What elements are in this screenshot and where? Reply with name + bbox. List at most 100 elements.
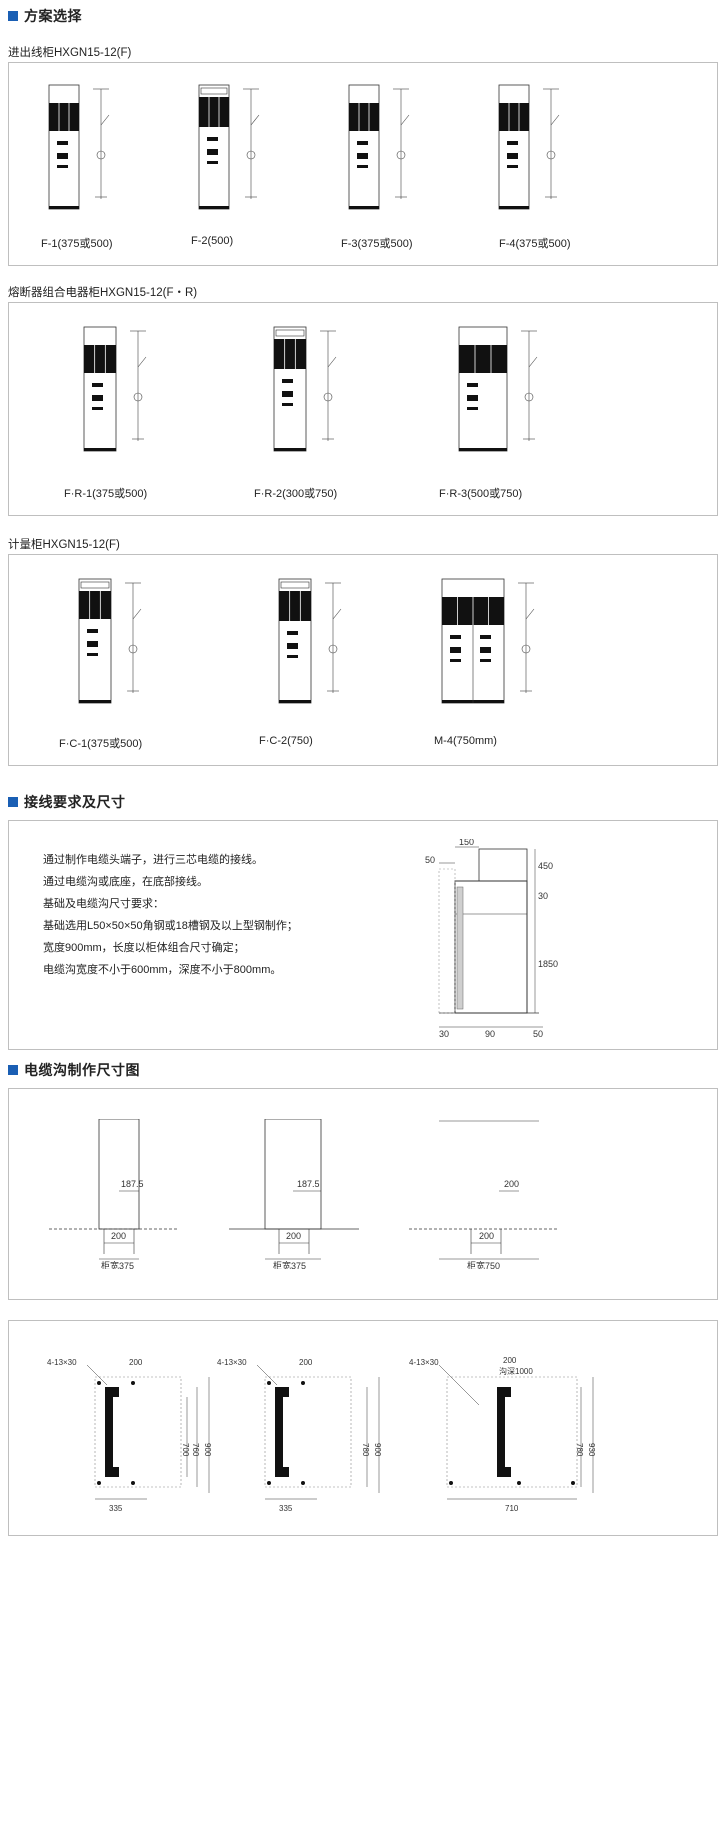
meter: [287, 631, 298, 635]
ct-symbol: [521, 644, 531, 654]
dim-label: 200: [479, 1231, 494, 1241]
meter: [480, 647, 491, 653]
trench-side-drawing: 187.5 200 柜宽375: [49, 1119, 179, 1269]
cabinet-diagram: M-4(750mm): [434, 577, 634, 757]
group-title-metering: 计量柜HXGN15-12(F): [8, 539, 120, 551]
bolt-hole: [131, 1381, 135, 1385]
bolt-hole: [517, 1481, 521, 1485]
dim-label: 335: [109, 1504, 123, 1513]
meter: [507, 153, 518, 159]
switch-symbol: [137, 356, 147, 368]
cabinet-diagram: F·R-1(375或500): [64, 325, 224, 505]
control-panel: [79, 591, 111, 619]
dim-label: 200: [504, 1179, 519, 1189]
ct-symbol: [96, 150, 106, 160]
meter: [467, 383, 478, 387]
ct-symbol: [128, 644, 138, 654]
cabinet-diagram: F-3(375或500): [339, 83, 479, 263]
dim-label: 50: [533, 1029, 543, 1039]
meter: [287, 655, 298, 658]
meter: [507, 141, 518, 145]
control-panel: [279, 591, 311, 621]
dim-label: 780: [361, 1443, 370, 1457]
control-panel: [459, 345, 507, 373]
dim-label: 柜宽750: [467, 1260, 500, 1269]
requirement-line: 基础选用L50×50×50角钢或18槽钢及以上型钢制作；: [43, 920, 298, 932]
leader-line: [256, 1364, 278, 1386]
cabinet-base: [499, 206, 529, 209]
cabinet-drawing: [48, 84, 110, 210]
section-heading-wiring: 接线要求及尺寸: [8, 792, 126, 812]
cabinet-diagram: F-2(500): [189, 83, 329, 263]
requirement-line: 宽度900mm，长度以柜体组合尺寸确定；: [43, 942, 245, 954]
cabinet-base: [79, 700, 111, 703]
meter: [357, 153, 368, 159]
dim-label: 187.5: [121, 1179, 144, 1189]
switch-symbol: [132, 608, 142, 620]
meter: [92, 407, 103, 410]
dim-label: 1850: [538, 959, 558, 969]
ct-symbol: [328, 644, 338, 654]
side-channel: [456, 886, 464, 1010]
cabinet-outline: [264, 1119, 322, 1230]
trench-side-drawing: 200 200 柜宽750: [409, 1120, 559, 1269]
heading-marker: [8, 1065, 18, 1075]
cabinet-diagram: F-4(375或500): [489, 83, 629, 263]
dim-label: 柜宽375: [273, 1260, 306, 1269]
diagram-caption: F-3(375或500): [341, 238, 413, 250]
meter: [450, 659, 461, 662]
dim-label: 90: [485, 1029, 495, 1039]
diagram-caption: F·C-1(375或500): [59, 738, 143, 750]
leader-line: [438, 1364, 480, 1406]
meter: [467, 395, 478, 401]
section-heading-trench: 电缆沟制作尺寸图: [8, 1060, 140, 1080]
busbar-box: [478, 848, 528, 882]
panel-trench-plan: 4-13×30 200 700 760 900 335 4-13×30 200 …: [8, 1320, 718, 1536]
dim-label: 4-13×30: [409, 1358, 439, 1367]
control-panel: [349, 103, 379, 131]
dim-label: 30: [439, 1029, 449, 1039]
cabinet-drawing: [458, 326, 538, 452]
top-window: [275, 329, 305, 337]
cabinet-footprint: [94, 1376, 182, 1488]
dim-label: 780: [575, 1443, 584, 1457]
dim-label: 200: [503, 1357, 517, 1365]
section-title: 方案选择: [24, 8, 82, 24]
cabinet-drawing: [348, 84, 410, 210]
bolt-hole: [301, 1381, 305, 1385]
cabinet-outline: [98, 1119, 140, 1230]
dim-label: 柜宽375: [101, 1260, 134, 1269]
requirement-line: 基础及电缆沟尺寸要求：: [43, 898, 164, 910]
cabinet-diagram: F-1(375或500): [39, 83, 179, 263]
dim-label: 200: [299, 1358, 313, 1367]
requirement-line: 通过电缆沟或底座，在底部接线。: [43, 876, 208, 888]
bolt-hole: [131, 1481, 135, 1485]
meter: [357, 141, 368, 145]
cabinet-outline: [454, 880, 528, 1014]
cabinet-diagram: F·R-2(300或750): [254, 325, 414, 505]
switch-symbol: [327, 356, 337, 368]
panel-wiring: 通过制作电缆头端子，进行三芯电缆的接线。 通过电缆沟或底座，在底部接线。 基础及…: [8, 820, 718, 1050]
switch-symbol: [400, 114, 410, 126]
meter: [57, 165, 68, 168]
dim-label: 200: [129, 1358, 143, 1367]
cable-opening: [105, 1387, 119, 1477]
meter: [87, 629, 98, 633]
ct-symbol: [133, 392, 143, 402]
dim-label: 187.5: [297, 1179, 320, 1189]
dim-label: 335: [279, 1504, 293, 1513]
meter: [357, 165, 368, 168]
bolt-hole: [267, 1481, 271, 1485]
cabinet-diagram: F·C-1(375或500): [59, 577, 219, 757]
meter: [207, 161, 218, 164]
switch-symbol: [550, 114, 560, 126]
meter: [87, 653, 98, 656]
diagram-caption: F-4(375或500): [499, 238, 571, 250]
cabinet-diagram: F·R-3(500或750): [439, 325, 609, 505]
meter: [57, 153, 68, 159]
meter: [92, 395, 103, 401]
switch-symbol: [332, 608, 342, 620]
top-window: [200, 87, 228, 95]
meter: [507, 165, 518, 168]
cabinet-footprint: [446, 1376, 578, 1488]
